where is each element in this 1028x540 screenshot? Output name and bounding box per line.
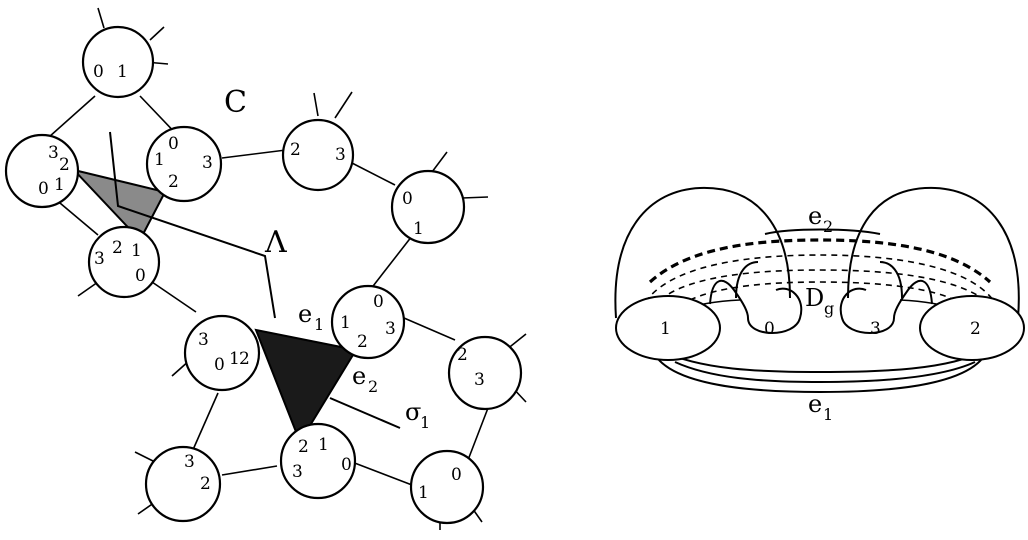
label-e1-right: e 1 xyxy=(808,390,833,424)
svg-text:3: 3 xyxy=(184,452,195,472)
label-e2-right: e 2 xyxy=(808,202,833,236)
svg-text:3: 3 xyxy=(202,153,213,173)
svg-text:1: 1 xyxy=(418,483,429,503)
svg-text:3: 3 xyxy=(292,462,303,482)
hole-label: 2 xyxy=(970,319,981,339)
graph-node: 0 1 xyxy=(81,25,155,99)
label-lambda: Λ xyxy=(264,225,287,260)
svg-text:1: 1 xyxy=(131,241,142,261)
right-surface: 1 0 3 2 e 2 D g e 1 xyxy=(614,186,1025,424)
svg-text:0: 0 xyxy=(341,455,352,475)
svg-text:1: 1 xyxy=(413,219,424,239)
sigma-line xyxy=(329,397,401,429)
svg-text:e: e xyxy=(808,390,822,418)
svg-text:0: 0 xyxy=(38,179,49,199)
hole-3 xyxy=(839,279,933,334)
svg-text:2: 2 xyxy=(200,474,211,494)
svg-text:1: 1 xyxy=(229,349,240,369)
svg-text:0: 0 xyxy=(93,62,104,82)
svg-text:0: 0 xyxy=(373,292,384,312)
right-handle xyxy=(847,186,1020,319)
svg-text:0: 0 xyxy=(168,134,179,154)
base-disk-outer xyxy=(649,337,991,394)
hole-label: 1 xyxy=(660,319,671,339)
graph-node: 3 2 xyxy=(144,445,222,523)
svg-text:3: 3 xyxy=(94,249,105,269)
graph-node: 3 2 0 1 xyxy=(183,314,261,392)
label-e1-left: e 1 xyxy=(298,300,324,334)
svg-text:3: 3 xyxy=(474,370,485,390)
svg-text:e: e xyxy=(808,202,822,230)
svg-text:2: 2 xyxy=(298,437,309,457)
hole-end-2 xyxy=(919,295,1025,361)
svg-text:0: 0 xyxy=(451,465,462,485)
lambda-path xyxy=(109,131,276,319)
graph-edges xyxy=(39,95,489,486)
svg-text:1: 1 xyxy=(117,62,128,82)
svg-text:2: 2 xyxy=(112,238,123,258)
graph-node: 2 1 3 0 xyxy=(279,422,357,500)
svg-text:g: g xyxy=(824,299,834,318)
svg-text:1: 1 xyxy=(318,435,329,455)
svg-text:2: 2 xyxy=(357,332,368,352)
graph-node: 3 2 1 0 xyxy=(87,225,161,299)
shaded-region-dark xyxy=(254,328,358,445)
svg-text:1: 1 xyxy=(420,413,430,432)
svg-text:1: 1 xyxy=(340,313,351,333)
svg-text:2: 2 xyxy=(290,140,301,160)
svg-text:1: 1 xyxy=(54,175,65,195)
left-handle xyxy=(614,186,791,319)
left-graph: 0 1 3 2 0 1 0 1 2 3 3 2 1 0 2 3 xyxy=(4,7,527,530)
svg-text:0: 0 xyxy=(135,266,146,286)
svg-text:2: 2 xyxy=(457,345,468,365)
svg-text:2: 2 xyxy=(168,172,179,192)
svg-text:0: 0 xyxy=(214,355,225,375)
graph-node: 2 3 xyxy=(281,118,355,192)
label-sigma: σ 1 xyxy=(405,398,430,432)
shaded-region-gray xyxy=(70,168,167,242)
label-e2-left: e 2 xyxy=(352,362,378,396)
label-Dg: D g xyxy=(805,284,834,318)
svg-text:2: 2 xyxy=(823,217,833,236)
graph-node: 2 3 xyxy=(447,335,523,411)
svg-text:2: 2 xyxy=(368,377,378,396)
svg-text:3: 3 xyxy=(335,145,346,165)
label-C: C xyxy=(224,85,247,120)
svg-text:3: 3 xyxy=(48,143,59,163)
svg-text:1: 1 xyxy=(154,150,165,170)
graph-node: 0 1 xyxy=(390,169,466,245)
svg-text:D: D xyxy=(805,284,824,312)
svg-text:3: 3 xyxy=(198,330,209,350)
graph-node: 0 1 2 3 xyxy=(330,284,406,360)
svg-text:e: e xyxy=(298,300,312,328)
svg-text:2: 2 xyxy=(59,155,70,175)
hole-0 xyxy=(709,279,803,334)
hole-label: 3 xyxy=(870,319,881,339)
hole-label: 0 xyxy=(764,319,775,339)
svg-text:0: 0 xyxy=(402,189,413,209)
svg-text:2: 2 xyxy=(239,349,250,369)
graph-node: 0 1 xyxy=(409,449,485,525)
svg-text:e: e xyxy=(352,362,366,390)
svg-text:σ: σ xyxy=(405,398,421,426)
svg-text:1: 1 xyxy=(823,405,833,424)
svg-text:3: 3 xyxy=(385,319,396,339)
hole-end-1 xyxy=(615,295,721,361)
svg-text:1: 1 xyxy=(314,315,324,334)
graph-node: 0 1 2 3 xyxy=(145,125,223,203)
graph-node: 3 2 0 1 xyxy=(4,133,80,209)
